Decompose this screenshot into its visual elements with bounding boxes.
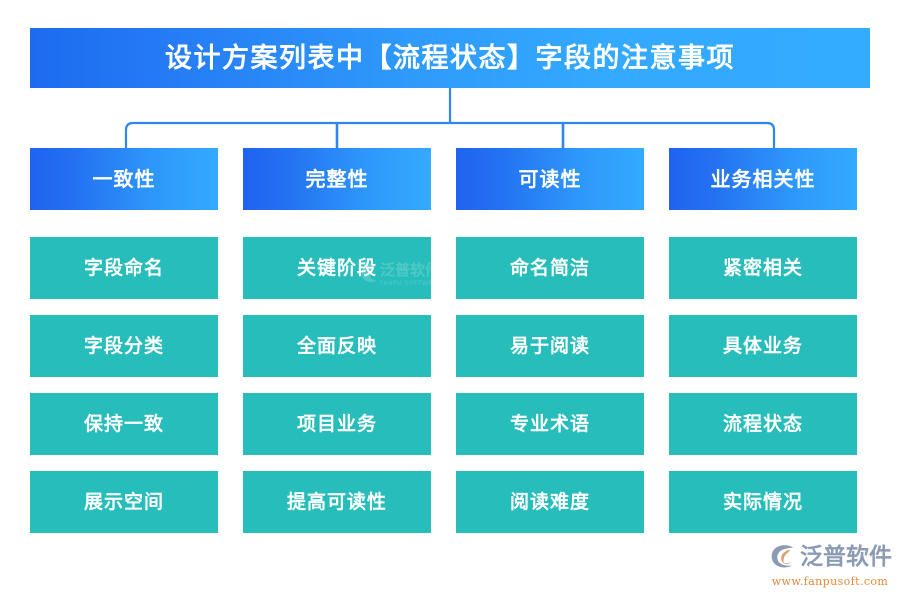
category-item[interactable]: 字段命名 [30,237,218,299]
category-item[interactable]: 项目业务 [243,393,431,455]
category-column-business-relevance: 业务相关性 紧密相关 具体业务 流程状态 实际情况 [669,148,857,534]
category-column-completeness: 完整性 关键阶段 全面反映 项目业务 提高可读性 [243,148,431,534]
category-item-label: 紧密相关 [722,256,803,279]
category-item[interactable]: 关键阶段 [243,237,431,299]
category-item[interactable]: 具体业务 [669,315,857,377]
category-item-label: 专业术语 [509,412,590,435]
brand-name: 泛普软件 [800,543,892,570]
category-header-label: 可读性 [518,167,582,191]
category-header-1[interactable]: 完整性 [243,148,431,210]
category-header-label: 业务相关性 [710,167,816,191]
category-item[interactable]: 展示空间 [30,471,218,533]
category-item-label: 命名简洁 [509,256,590,279]
category-header-2[interactable]: 可读性 [456,148,644,210]
category-header-label: 完整性 [305,167,369,191]
page-title: 设计方案列表中【流程状态】字段的注意事项 [165,42,735,74]
category-column-consistency: 一致性 字段命名 字段分类 保持一致 展示空间 [30,148,218,534]
category-item[interactable]: 实际情况 [669,471,857,533]
category-item[interactable]: 易于阅读 [456,315,644,377]
diagram-title-banner: 设计方案列表中【流程状态】字段的注意事项 [30,28,870,88]
category-item[interactable]: 阅读难度 [456,471,644,533]
category-item-label: 字段命名 [83,256,164,279]
category-item-label: 阅读难度 [509,490,590,513]
category-item-label: 实际情况 [722,490,803,513]
category-header-3[interactable]: 业务相关性 [669,148,857,210]
category-item-label: 关键阶段 [296,256,377,279]
category-header-0[interactable]: 一致性 [30,148,218,210]
category-item-label: 具体业务 [722,334,803,357]
category-item-label: 全面反映 [296,334,377,357]
category-item[interactable]: 全面反映 [243,315,431,377]
category-item-label: 保持一致 [83,412,164,435]
category-item-label: 展示空间 [83,490,164,513]
category-item-label: 易于阅读 [509,334,590,357]
category-item-label: 流程状态 [722,412,803,435]
category-header-label: 一致性 [92,167,156,191]
category-item[interactable]: 紧密相关 [669,237,857,299]
fanpu-logo-mark-icon [771,545,794,568]
category-item[interactable]: 提高可读性 [243,471,431,533]
brand-logo: 泛普软件 www.fanpusoft.com [768,543,892,591]
brand-url: www.fanpusoft.com [771,575,889,588]
category-grid: 一致性 字段命名 字段分类 保持一致 展示空间 完整性 关键阶段 [30,148,870,534]
category-item[interactable]: 字段分类 [30,315,218,377]
category-item-label: 项目业务 [296,412,377,435]
category-item[interactable]: 流程状态 [669,393,857,455]
category-item[interactable]: 专业术语 [456,393,644,455]
connector-lines [124,88,776,148]
category-item-label: 提高可读性 [286,490,387,513]
category-column-readability: 可读性 命名简洁 易于阅读 专业术语 阅读难度 [456,148,644,534]
category-item-label: 字段分类 [83,334,164,357]
category-item[interactable]: 命名简洁 [456,237,644,299]
category-item[interactable]: 保持一致 [30,393,218,455]
